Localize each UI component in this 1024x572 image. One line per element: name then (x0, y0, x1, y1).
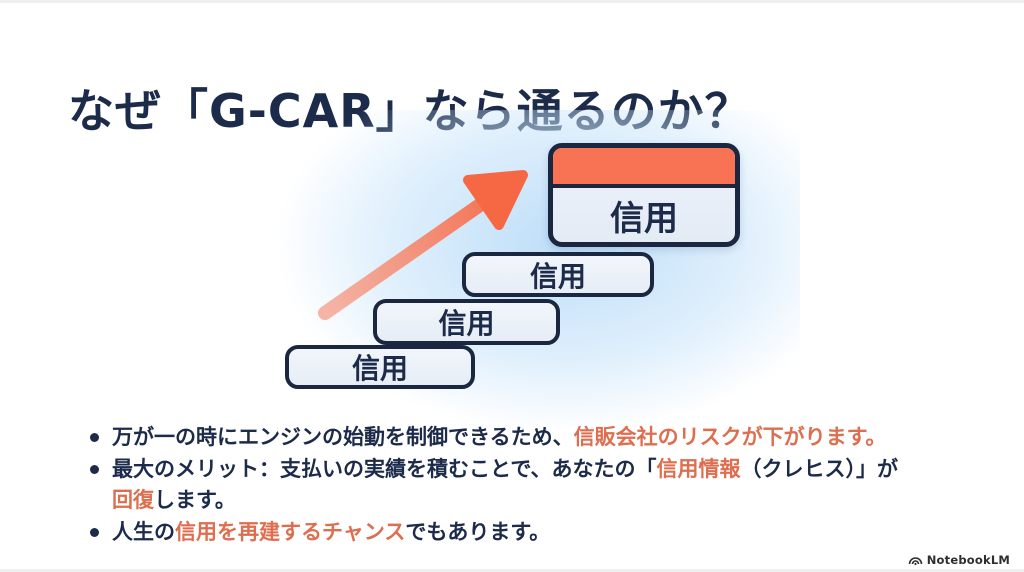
credit-card-label: 信用 (610, 198, 678, 239)
step-label: 信用 (351, 352, 408, 385)
bullet-1-seg-1: 万が一の時にエンジンの始動を制御できるため、 (112, 425, 574, 449)
bullet-text: 人生の信用を再建するチャンスでもあります。 (112, 517, 970, 548)
bullet-text: 最大のメリット：支払いの実績を積むことで、あなたの「信用情報（クレヒス）」が回復… (112, 454, 970, 516)
bullet-dot (90, 433, 99, 442)
bullet-item-3: 人生の信用を再建するチャンスでもあります。 (90, 517, 970, 548)
staircase-step-1: 信用 (285, 345, 475, 389)
credit-card-top-step: 信用 (548, 143, 740, 247)
bullet-dot (90, 528, 99, 537)
bullet-2-seg-5: します。 (154, 488, 236, 512)
step-label: 信用 (438, 307, 495, 340)
bullet-3-seg-1: 人生の (112, 520, 175, 544)
bullet-item-2: 最大のメリット：支払いの実績を積むことで、あなたの「信用情報（クレヒス）」が回復… (90, 454, 970, 516)
bullet-3-seg-3: でもあります。 (405, 520, 551, 544)
bottom-edge-strip (0, 569, 1024, 572)
bullet-1-seg-2: 信販会社のリスクが下がります。 (573, 425, 887, 449)
bullet-list: 万が一の時にエンジンの始動を制御できるため、信販会社のリスクが下がります。 最大… (90, 422, 970, 549)
staircase-step-3: 信用 (462, 252, 654, 297)
credit-card-orange-band (553, 148, 735, 188)
notebooklm-logo-icon (908, 557, 923, 566)
bullet-2-seg-4: 回復 (112, 488, 154, 512)
bullet-dot (90, 465, 99, 474)
bullet-2-seg-1: 最大のメリット：支払いの実績を積むことで、あなたの「 (112, 457, 657, 481)
notebooklm-watermark: NotebookLM (908, 553, 1010, 567)
top-edge-strip (0, 0, 1024, 3)
slide-title: なぜ「G-CAR」なら通るのか？ (68, 83, 752, 138)
bullet-text: 万が一の時にエンジンの始動を制御できるため、信販会社のリスクが下がります。 (112, 422, 970, 453)
bullet-2-seg-3: （クレヒス）」が (740, 457, 899, 481)
staircase-step-2: 信用 (373, 299, 560, 345)
watermark-brand-text: NotebookLM (926, 553, 1010, 567)
bullet-2-seg-2: 信用情報 (656, 457, 741, 481)
bullet-item-1: 万が一の時にエンジンの始動を制御できるため、信販会社のリスクが下がります。 (90, 422, 970, 453)
bullet-3-seg-2: 信用を再建するチャンス (175, 520, 406, 544)
step-label: 信用 (529, 259, 586, 293)
